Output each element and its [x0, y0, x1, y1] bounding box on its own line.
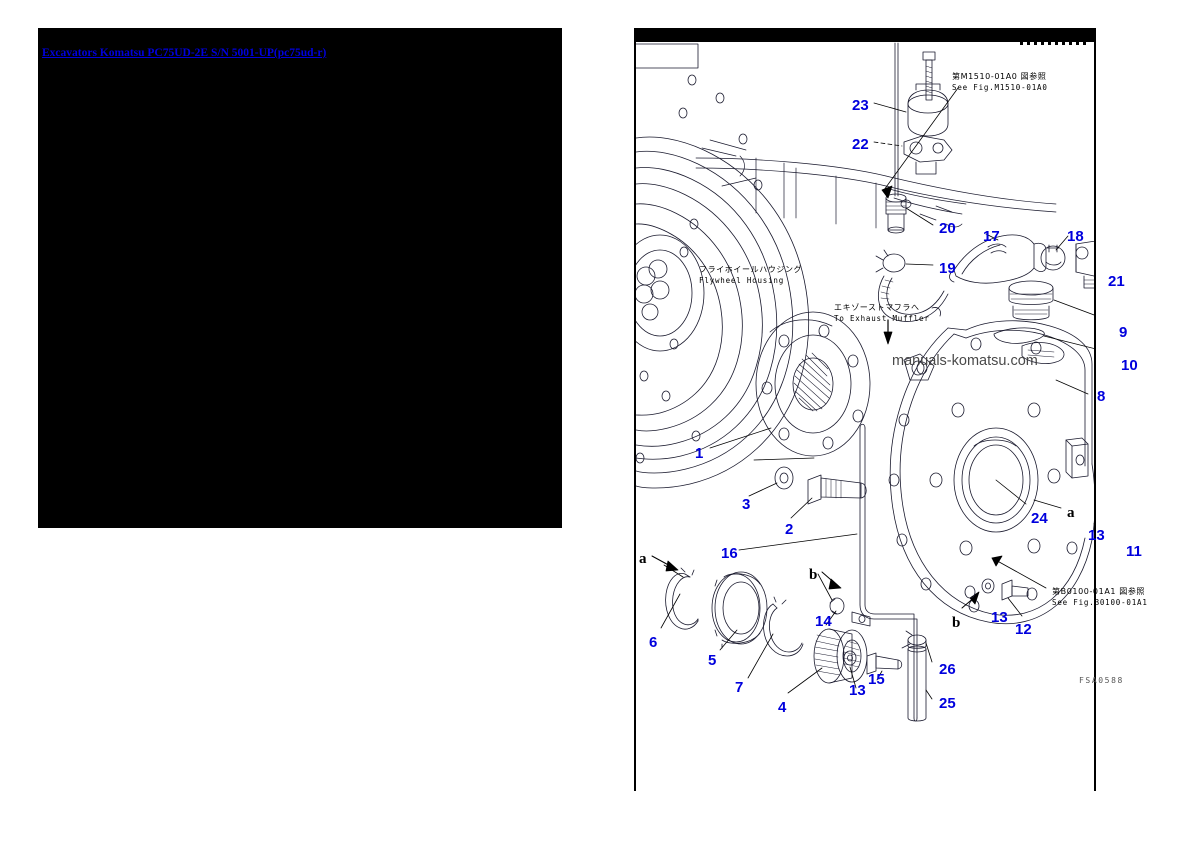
annotation-see-fig-m1510: 第M1510-01A0 図参照 See Fig.M1510-01A0 — [952, 72, 1048, 92]
callout-14: 14 — [815, 613, 832, 630]
callout-4: 4 — [778, 699, 787, 716]
callout-22: 22 — [852, 136, 869, 153]
chassis-background — [695, 139, 1057, 229]
callout-letter-b-right: b — [952, 615, 961, 631]
parts-11-12-13-right — [964, 437, 1094, 617]
part-17-hose — [949, 233, 1047, 284]
watermark-text: manuals-komatsu.com — [892, 353, 1038, 369]
callout-5: 5 — [708, 652, 717, 669]
callout-11: 11 — [1126, 543, 1142, 560]
callout-15: 15 — [868, 671, 885, 688]
callout-19: 19 — [939, 260, 956, 277]
callout-1: 1 — [695, 445, 704, 462]
callout-13-right: 13 — [1088, 527, 1105, 544]
part-7-snap-ring — [747, 596, 804, 679]
annotation-flywheel-housing: フライホイールハウジング Flywheel Housing — [699, 265, 803, 285]
callout-13-bottom: 13 — [991, 609, 1008, 626]
part-5-bearing — [711, 571, 768, 651]
callout-9: 9 — [1119, 324, 1128, 341]
callout-10: 10 — [1121, 357, 1138, 374]
callout-6: 6 — [649, 634, 658, 651]
callout-24: 24 — [1031, 510, 1048, 527]
callout-18: 18 — [1067, 228, 1084, 245]
parts-13-14-15 — [817, 573, 903, 689]
callout-2: 2 — [785, 521, 794, 538]
callout-26: 26 — [939, 661, 956, 678]
callout-16: 16 — [721, 545, 738, 562]
left-content-panel: Excavators Komatsu PC75UD-2E S/N 5001-UP… — [38, 28, 562, 528]
parts-diagram-panel: フライホイールハウジング Flywheel Housing エキゾーストマフラへ… — [634, 28, 1147, 791]
part-9-filler-cap — [1008, 280, 1094, 321]
callout-8: 8 — [1097, 388, 1106, 405]
part-21-elbow — [1075, 240, 1094, 289]
figure-code: FSA0588 — [1079, 676, 1124, 685]
flywheel-housing-body — [888, 320, 1094, 624]
callout-12: 12 — [1015, 621, 1032, 638]
parts-line-drawing — [636, 42, 1094, 722]
diagram-header-bar — [636, 28, 1094, 42]
page-title-link[interactable]: Excavators Komatsu PC75UD-2E S/N 5001-UP… — [42, 47, 327, 59]
callout-letter-a-left: a — [639, 551, 647, 567]
callout-21: 21 — [1108, 273, 1125, 290]
part-6-snap-ring — [660, 564, 699, 630]
callout-25: 25 — [939, 695, 956, 712]
part-10-oring — [993, 327, 1094, 349]
parts-22-23 — [873, 51, 953, 175]
part-1-coupling — [709, 311, 871, 461]
flywheel-assembly — [636, 43, 809, 489]
annotation-to-exhaust-muffler: エキゾーストマフラへ To Exhaust Muffler — [834, 303, 930, 323]
callout-23: 23 — [852, 97, 869, 114]
callout-letter-a-right: a — [1067, 505, 1075, 521]
callout-17: 17 — [983, 228, 1000, 245]
callout-7: 7 — [735, 679, 744, 696]
callout-20: 20 — [939, 220, 956, 237]
part-2-3-bolt-washer — [748, 466, 867, 519]
parts-25-26 — [901, 630, 933, 722]
diagram-header-dots — [1020, 42, 1090, 45]
callout-letter-b-left: b — [809, 567, 818, 583]
part-16-dipstick — [738, 423, 918, 722]
callout-3: 3 — [742, 496, 751, 513]
annotation-see-fig-b0100: 第B0100-01A1 図参照 See Fig.B0100-01A1 — [1052, 587, 1148, 607]
part-18-clamp — [1040, 235, 1069, 271]
callout-13: 13 — [849, 682, 866, 699]
